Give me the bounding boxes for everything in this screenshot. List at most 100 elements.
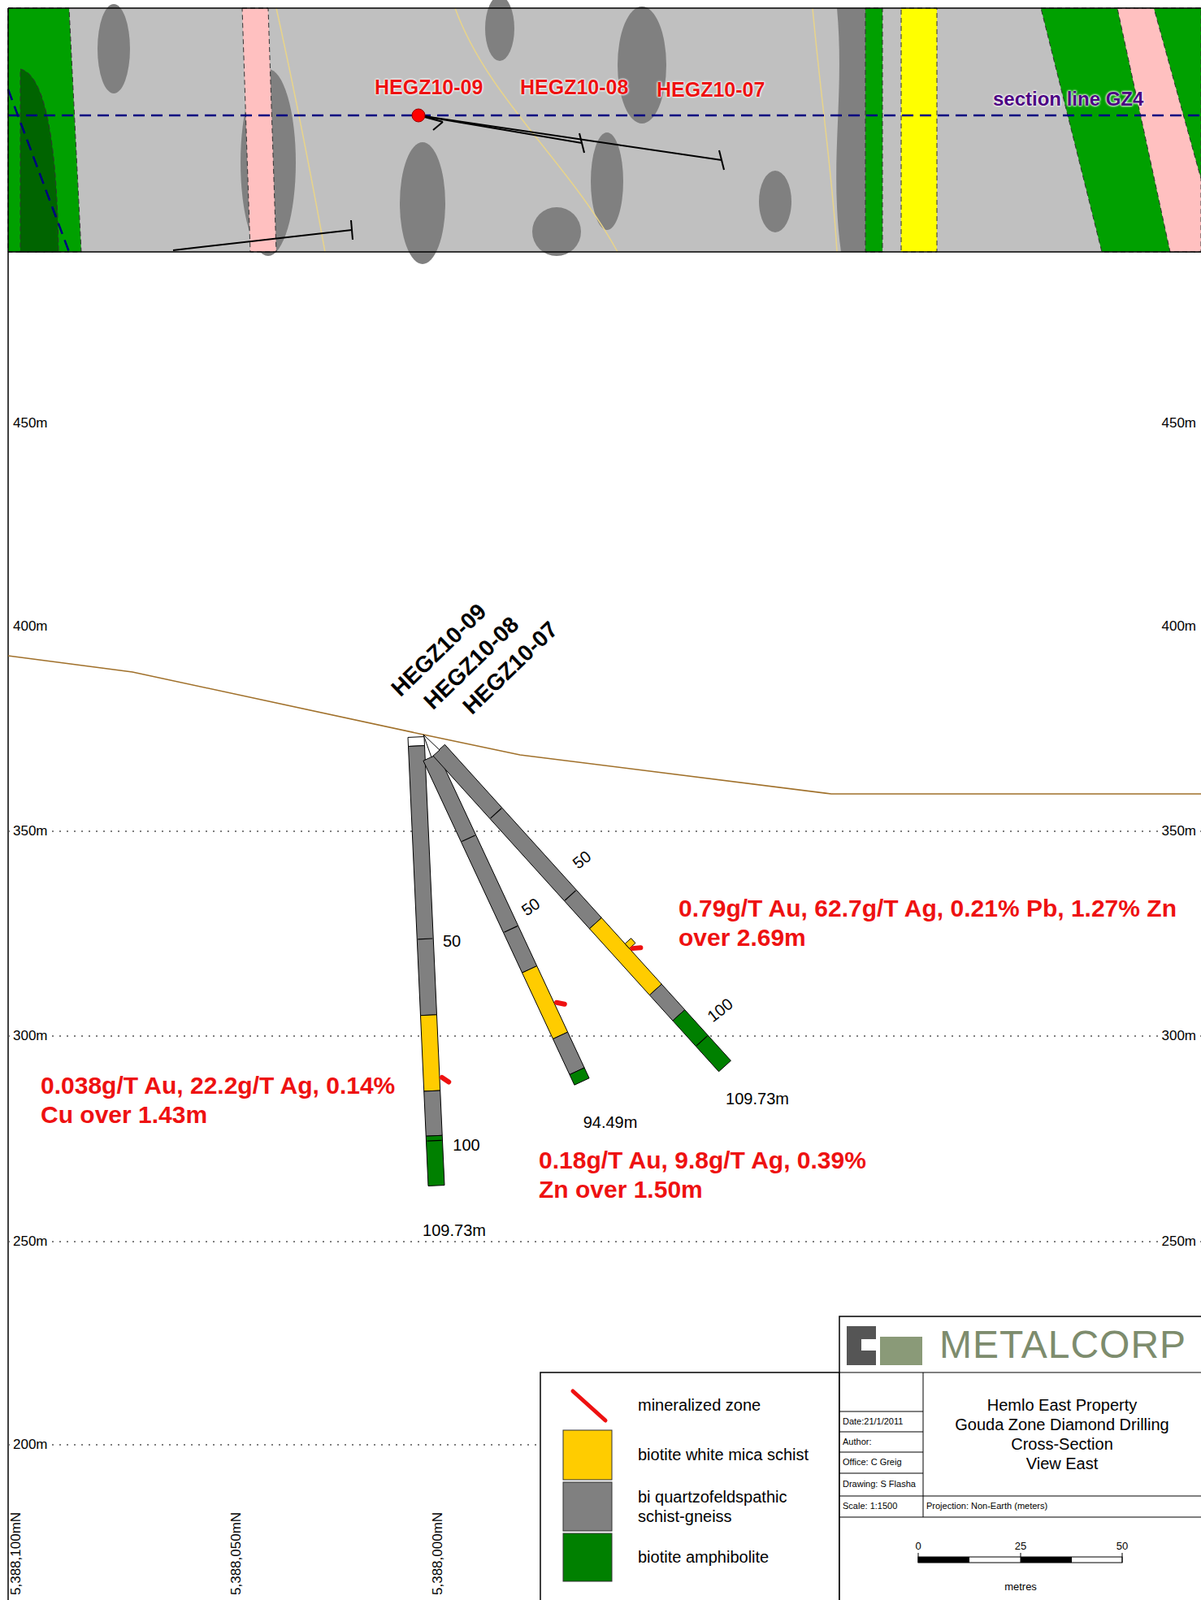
legend-swatch	[563, 1533, 612, 1582]
cell-text: Hemlo East Property	[926, 1395, 1198, 1415]
gneiss-blob	[399, 142, 446, 265]
info-cell: Projection: Non-Earth (meters)	[923, 1495, 1201, 1518]
hole-interval	[425, 1135, 445, 1186]
elevation-line	[8, 830, 1201, 833]
legend-swatch	[563, 1430, 612, 1480]
pink-dyke	[1117, 8, 1201, 252]
depth-label: 100	[452, 1135, 480, 1155]
end-depth: 109.73m	[422, 1220, 486, 1241]
topography-line	[8, 655, 1201, 794]
hole-interval	[424, 1090, 443, 1136]
title-cell: Hemlo East PropertyGouda Zone Diamond Dr…	[923, 1372, 1201, 1496]
assay-callout: 0.038g/T Au, 22.2g/T Ag, 0.14% Cu over 1…	[40, 1070, 407, 1130]
plan-map	[8, 0, 1201, 265]
info-cell: Office: C Greig	[839, 1452, 924, 1474]
hole-trace-end	[579, 133, 585, 153]
frame-line	[7, 8, 9, 1600]
cell-text: METALCORP	[929, 1321, 1197, 1369]
info-cell: Drawing: S Flasha	[839, 1473, 924, 1496]
assay-callout: 0.18g/T Au, 9.8g/T Ag, 0.39% Zn over 1.5…	[538, 1145, 881, 1205]
end-depth: 94.49m	[583, 1112, 638, 1132]
legend-swatches	[563, 1391, 612, 1582]
scale-tick	[918, 1552, 920, 1563]
hole-label: HEGZ10-09	[374, 74, 483, 100]
elevation-label: 450m	[11, 415, 50, 432]
hole-trace	[418, 115, 722, 161]
mineralized-zone-symbol	[572, 1391, 606, 1421]
section-line	[8, 89, 70, 252]
scale-tick	[1122, 1552, 1123, 1563]
scale-bar	[918, 1552, 1123, 1563]
amphibolite-core	[20, 69, 59, 252]
scale-bar-segment	[1020, 1556, 1072, 1563]
hole-interval	[569, 1067, 590, 1085]
depth-tick	[427, 1140, 443, 1142]
amphibolite-band	[8, 8, 82, 252]
elevation-label: 350m	[1159, 823, 1198, 840]
title-grid	[839, 1372, 1201, 1518]
assay-callout: 0.79g/T Au, 62.7g/T Ag, 0.21% Pb, 1.27% …	[678, 893, 1183, 953]
grid-line	[923, 1372, 924, 1518]
gneiss-blob	[617, 6, 667, 124]
cell-text: Author:	[842, 1436, 920, 1448]
legend-swatch	[563, 1482, 612, 1531]
cell-text: Office: C Greig	[842, 1456, 920, 1468]
cell-text: Gouda Zone Diamond Drilling	[926, 1414, 1198, 1435]
elevation-label: 400m	[1159, 618, 1198, 635]
logo-square	[880, 1336, 923, 1366]
gneiss-blob	[485, 0, 515, 61]
scale-bar-segment	[918, 1556, 970, 1563]
grid-line	[839, 1452, 924, 1453]
hole-traces	[173, 115, 725, 251]
scale-label: 50	[1116, 1539, 1128, 1553]
hole-interval	[407, 737, 425, 747]
grid-line	[839, 1495, 1201, 1497]
logo-notch	[861, 1339, 876, 1351]
depth-tick	[417, 937, 433, 940]
cell-text: Scale: 1:1500	[842, 1500, 920, 1512]
pink-dyke	[242, 8, 277, 252]
hole-interval	[522, 966, 568, 1040]
hole-interval	[589, 917, 662, 995]
map-ground	[8, 8, 1201, 252]
mineralized-zone	[556, 1002, 565, 1005]
drill-holes	[407, 734, 731, 1186]
hole-interval	[433, 744, 603, 929]
map-border	[8, 251, 1201, 253]
collar	[423, 734, 440, 758]
title-block-frame	[839, 1316, 1201, 1600]
elevation-label: 400m	[11, 618, 50, 635]
depth-label: 50	[568, 846, 595, 874]
hole-label: HEGZ10-08	[520, 74, 629, 100]
depth-tick	[564, 890, 576, 901]
depth-tick	[461, 835, 475, 842]
gneiss-blob	[532, 207, 581, 256]
hole-trace-end	[351, 220, 353, 240]
legend-text: biotite white mica schist	[637, 1444, 829, 1465]
hole-interval	[553, 1031, 586, 1075]
grid-line	[839, 1431, 924, 1433]
depth-tick	[503, 926, 517, 933]
depth-label: 50	[442, 931, 461, 951]
logo-cell: METALCORP	[926, 1316, 1200, 1373]
amphibolite-band	[865, 8, 883, 252]
northing-label: 5,388,000mN	[429, 1512, 447, 1596]
northing-label: 5,388,050mN	[228, 1512, 245, 1596]
elevation-label: 250m	[1159, 1233, 1198, 1250]
contact-line	[455, 8, 618, 252]
mineralized-zone	[632, 945, 641, 951]
section-line	[8, 114, 1201, 118]
scale-label: 25	[1014, 1539, 1027, 1553]
hole-label: HEGZ10-07	[656, 77, 765, 102]
contact-line	[812, 8, 837, 252]
legend-text: biotite amphibolite	[637, 1547, 829, 1567]
elevation-line	[8, 1035, 1201, 1037]
hole-trace-end	[433, 121, 443, 131]
legend-text: mineralized zone	[637, 1395, 829, 1415]
cell-text: Cross-Section	[926, 1434, 1198, 1454]
grid-line	[839, 1473, 924, 1475]
logo-square	[846, 1326, 876, 1366]
cell-text: Date:21/1/2011	[842, 1416, 920, 1427]
